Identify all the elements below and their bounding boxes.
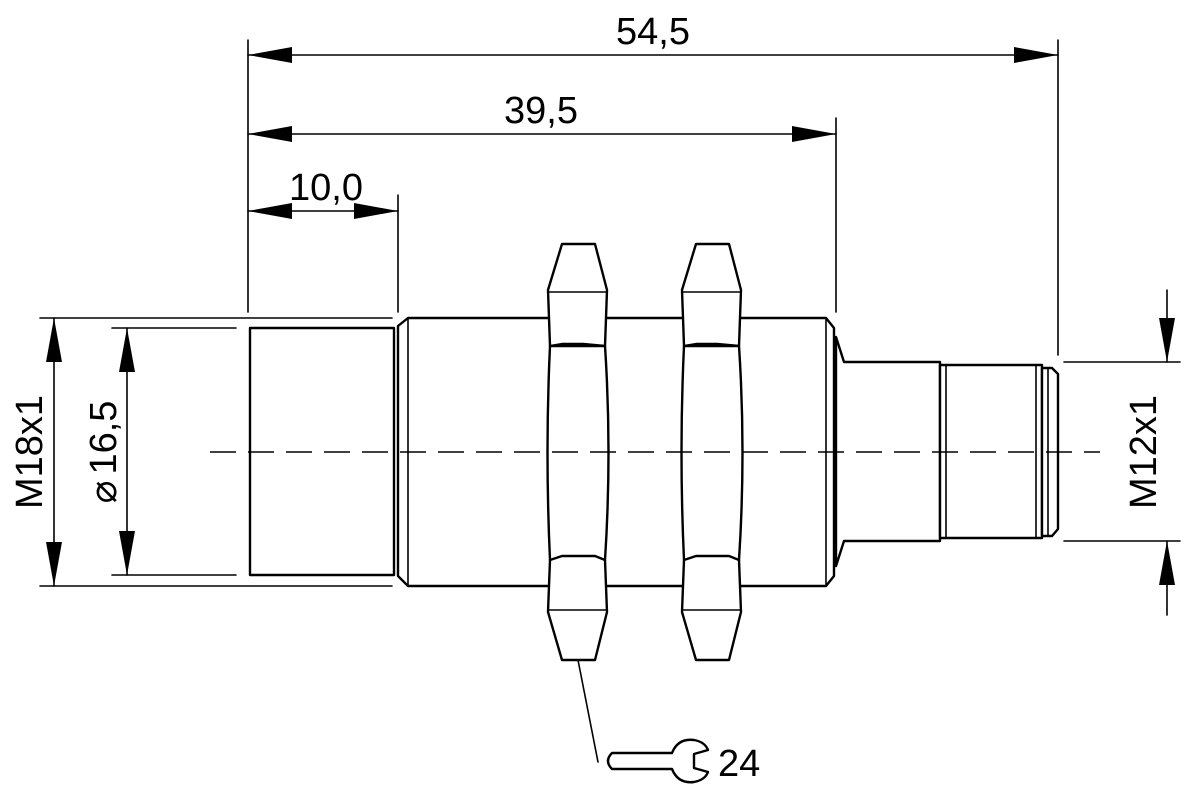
wrench-size-callout: 24 [577,659,760,785]
dimension-overall-length: 54,5 [247,11,1059,63]
extension-lines [39,39,1181,587]
hex-nut-left [546,242,610,662]
housing-thread-label: M18x1 [9,395,51,509]
hex-nut-right [680,242,744,662]
dimension-thread-length: 39,5 [247,90,837,142]
dimension-front-length: 10,0 [247,167,399,219]
face-diameter-label: ⌀ 16,5 [83,401,125,504]
wrench-icon [606,738,710,784]
face-diameter-value: 16,5 [83,401,125,475]
overall-length-label: 54,5 [616,11,690,53]
diameter-symbol: ⌀ [83,481,125,504]
dimension-connector-thread: M12x1 [1123,289,1175,616]
connector-thread-label: M12x1 [1123,395,1165,509]
dimension-housing-thread: M18x1 [9,317,62,587]
front-length-label: 10,0 [289,167,363,209]
dimension-face-diameter: ⌀ 16,5 [83,327,135,576]
wrench-size-label: 24 [718,743,760,785]
connector-neck [834,335,942,568]
thread-length-label: 39,5 [504,90,578,132]
